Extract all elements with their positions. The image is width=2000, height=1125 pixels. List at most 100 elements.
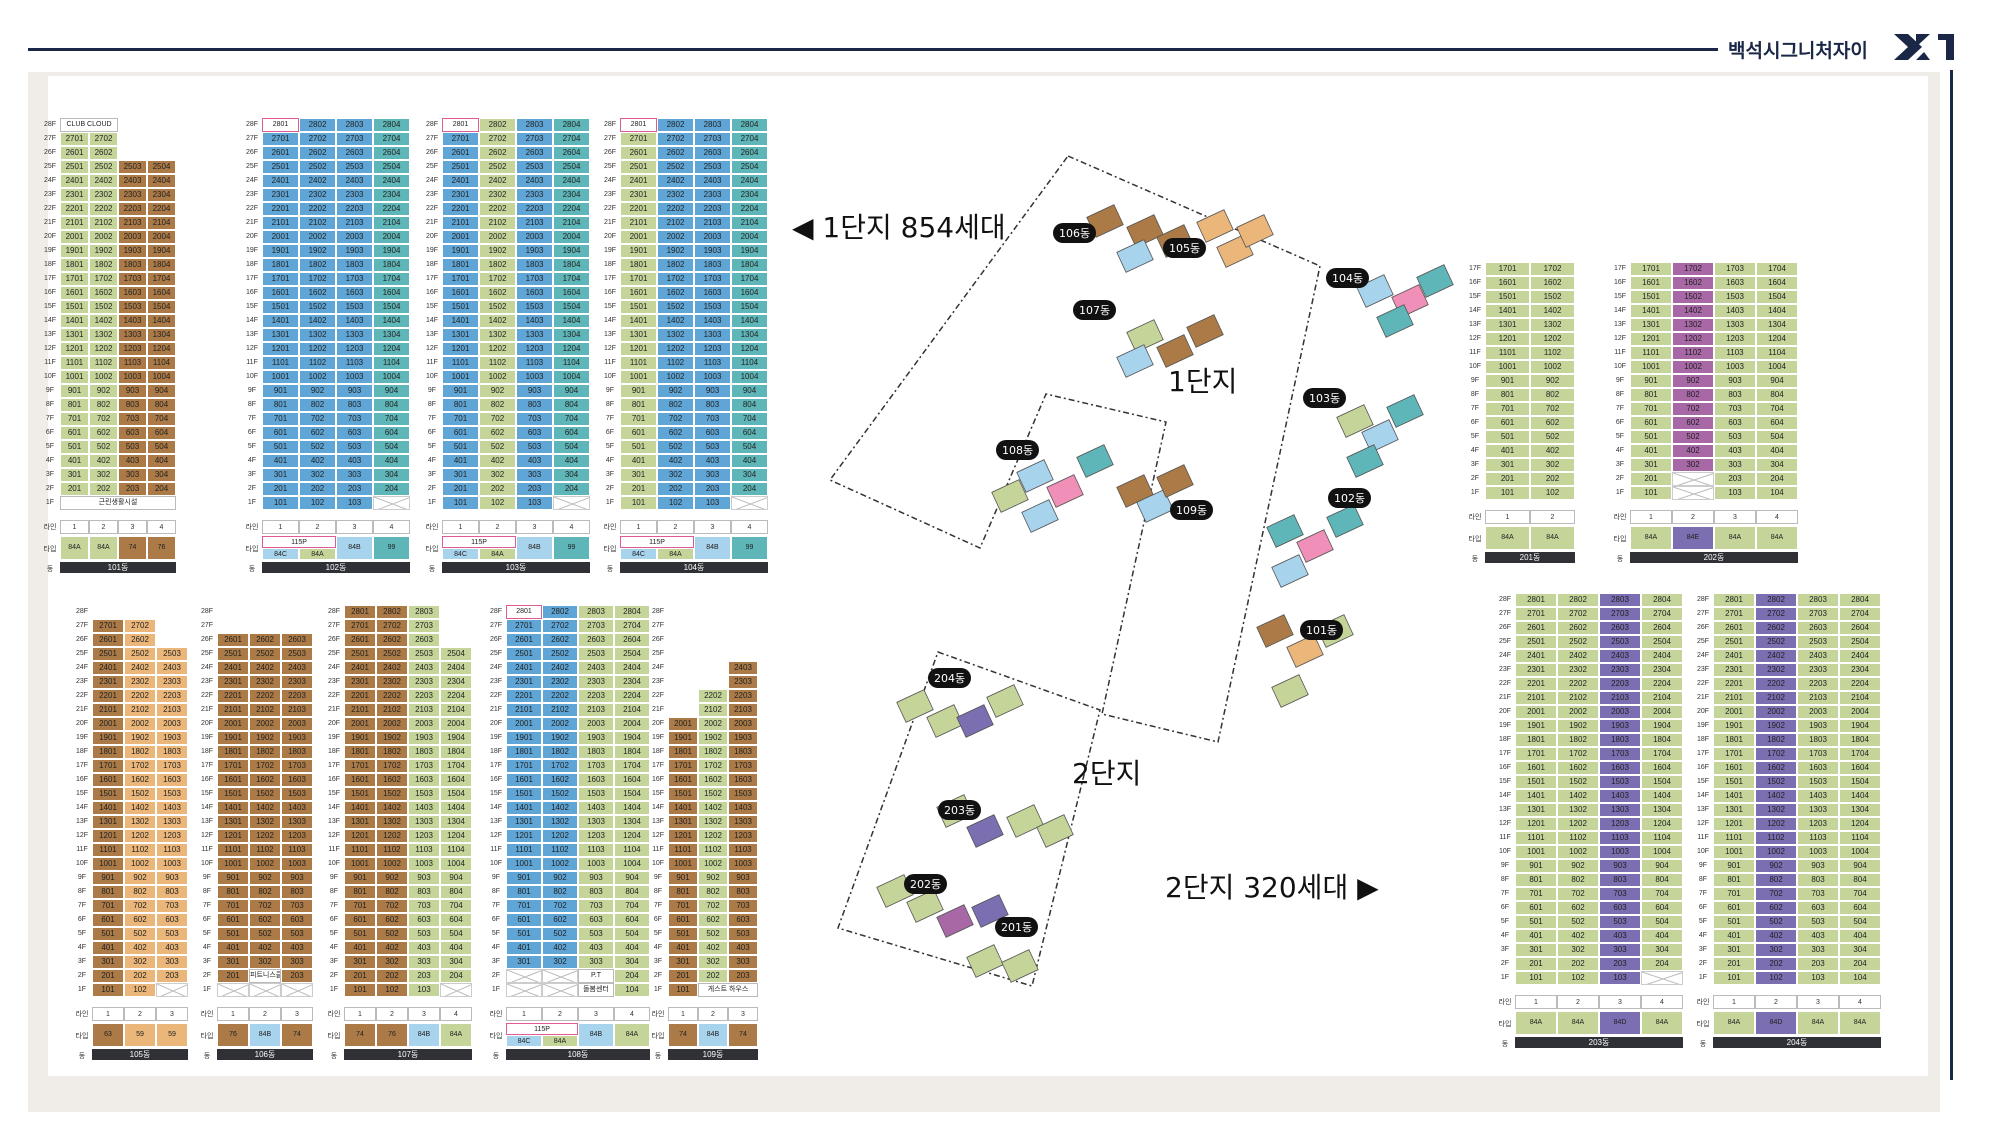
unit-cell: 802: [89, 398, 118, 412]
building-pill[interactable]: 106동: [1053, 223, 1097, 243]
unit-cell: 703: [118, 412, 147, 426]
row-label-line: 라인: [489, 1011, 503, 1018]
unit-cell: 503: [336, 440, 373, 454]
floor-label: 21F: [43, 219, 57, 226]
row-label-dong: 동: [606, 566, 614, 573]
unit-cell: 803: [1714, 388, 1756, 402]
unit-cell: 2804: [1839, 593, 1881, 607]
type-cell: 84C: [442, 548, 479, 560]
floor-label: 12F: [603, 345, 617, 352]
floor-label: 14F: [1696, 792, 1710, 799]
building-block: [1136, 489, 1174, 523]
unit-cell: 2301: [344, 675, 376, 689]
building-block: [1286, 634, 1324, 668]
unit-cell: 2602: [299, 146, 336, 160]
unit-cell: 602: [657, 426, 694, 440]
floor-label: 17F: [1468, 265, 1482, 272]
unit-cell: 402: [299, 454, 336, 468]
unit-cell: 1901: [217, 731, 249, 745]
unit-cell: 1201: [60, 342, 89, 356]
unit-cell: 2401: [506, 661, 542, 675]
floor-label: 3F: [45, 471, 55, 478]
floor-label: 24F: [43, 177, 57, 184]
floor-label: 3F: [1698, 946, 1708, 953]
building-pill[interactable]: 103동: [1303, 388, 1347, 408]
unit-cell: 1103: [118, 356, 147, 370]
unit-cell: 1904: [440, 731, 472, 745]
floor-label: 2F: [1615, 475, 1625, 482]
unit-cell: 1102: [1530, 346, 1575, 360]
building-pill[interactable]: 104동: [1326, 268, 1370, 288]
floor-label: 20F: [603, 233, 617, 240]
unit-cell: 901: [1515, 859, 1557, 873]
building-block: [1126, 319, 1164, 353]
line-number: 4: [373, 520, 410, 534]
unit-cell: 201: [1515, 957, 1557, 971]
unit-cell: 501: [506, 927, 542, 941]
floor-label: 26F: [245, 149, 259, 156]
building-pill[interactable]: 202동: [904, 874, 948, 894]
unit-cell: 601: [344, 913, 376, 927]
floor-label: 15F: [1696, 778, 1710, 785]
building-block: [1271, 674, 1309, 708]
building-pill[interactable]: 109동: [1170, 500, 1214, 520]
unit-cell: 2002: [479, 230, 516, 244]
unit-cell: 104: [1756, 486, 1798, 500]
building-pill[interactable]: 203동: [938, 800, 982, 820]
unit-cell: 502: [124, 927, 156, 941]
unit-cell: 1902: [542, 731, 578, 745]
unit-cell: 2702: [1557, 607, 1599, 621]
empty-cell: [542, 983, 578, 997]
unit-cell: 1302: [1557, 803, 1599, 817]
line-number: 2: [89, 520, 118, 534]
unit-cell: 602: [1755, 901, 1797, 915]
unit-cell: 502: [89, 440, 118, 454]
special-cell: 2801: [506, 605, 542, 619]
floor-label: 24F: [425, 177, 439, 184]
unit-cell: 2503: [408, 647, 440, 661]
floor-label: 14F: [425, 317, 439, 324]
row-label-line: 라인: [1468, 514, 1482, 521]
unit-cell: 1801: [262, 258, 299, 272]
row-label-line: 라인: [1696, 999, 1710, 1006]
building-pill[interactable]: 102동: [1328, 488, 1372, 508]
unit-cell: 1003: [156, 857, 188, 871]
unit-cell: 2602: [657, 146, 694, 160]
unit-cell: 102: [1557, 971, 1599, 985]
floor-label: 4F: [45, 457, 55, 464]
empty-cell: [156, 983, 188, 997]
building-pill[interactable]: 201동: [995, 917, 1039, 937]
unit-cell: 2203: [336, 202, 373, 216]
unit-cell: 2302: [124, 675, 156, 689]
unit-cell: 902: [657, 384, 694, 398]
floor-label: 23F: [1498, 666, 1512, 673]
building-pill[interactable]: 105동: [1163, 238, 1207, 258]
line-number: 4: [731, 520, 768, 534]
floor-label: 23F: [489, 678, 503, 685]
floor-label: 13F: [651, 818, 665, 825]
building-pill[interactable]: 101동: [1300, 620, 1344, 640]
line-number: 3: [516, 520, 553, 534]
unit-cell: 101: [1713, 971, 1755, 985]
unit-cell: 1401: [262, 314, 299, 328]
floor-label: 26F: [651, 636, 665, 643]
dong-label: 103동: [442, 562, 590, 573]
floor-label: 4F: [247, 457, 257, 464]
floor-label: 22F: [327, 692, 341, 699]
unit-cell: 2004: [147, 230, 176, 244]
unit-cell: 103: [336, 496, 373, 510]
unit-cell: 2502: [299, 160, 336, 174]
unit-cell: 701: [1713, 887, 1755, 901]
unit-cell: 1401: [442, 314, 479, 328]
building-pill[interactable]: 204동: [928, 668, 972, 688]
unit-cell: 101: [1630, 486, 1672, 500]
unit-cell: 1301: [1713, 803, 1755, 817]
floor-label: 2F: [491, 972, 501, 979]
unit-cell: 1202: [299, 342, 336, 356]
building-pill[interactable]: 107동: [1073, 300, 1117, 320]
unit-cell: 1904: [147, 244, 176, 258]
building-pill[interactable]: 108동: [996, 440, 1040, 460]
unit-cell: 1304: [614, 815, 650, 829]
building-block: [1326, 504, 1364, 538]
floor-label: 1F: [653, 986, 663, 993]
